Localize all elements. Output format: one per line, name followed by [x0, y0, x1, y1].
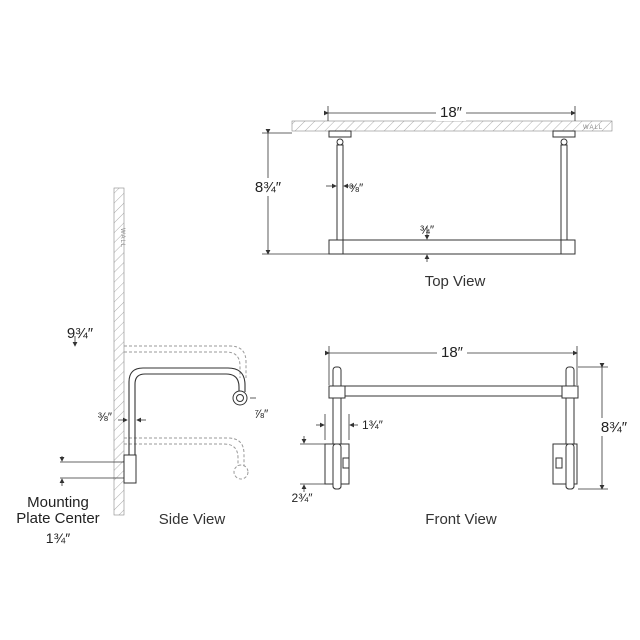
top-view-wall — [291, 120, 613, 132]
side-tip-diameter-label: ⅞″ — [254, 407, 269, 421]
side-wall-label: WALL — [119, 228, 125, 248]
side-mounting-plate — [123, 454, 137, 484]
front-towel-bar — [336, 385, 570, 397]
side-view: WALL 9¾″ ⅜″ ⅞″ Mounting Plate Center 1¾″… — [16, 187, 269, 546]
top-towel-bar — [328, 239, 576, 255]
top-width-label: 18″ — [440, 104, 463, 121]
front-view-title: Front View — [425, 511, 497, 528]
side-plate-center-line2: Plate Center — [16, 510, 99, 527]
top-rod-offset-label: ⅜″ — [349, 181, 364, 195]
front-plate-width-label: 1¾″ — [362, 418, 384, 432]
top-bar-diameter-label: ¾″ — [420, 223, 435, 237]
side-view-title: Side View — [159, 511, 226, 528]
side-ghost-lower-arm — [124, 437, 245, 466]
top-left-plate — [328, 130, 352, 138]
top-right-rod — [560, 144, 568, 241]
front-plate-offset-label: 2¾″ — [292, 491, 314, 505]
side-rod-offset-label: ⅜″ — [98, 410, 113, 424]
side-plate-center-line1: Mounting — [27, 494, 89, 511]
top-depth-label: 8¾″ — [255, 179, 282, 196]
front-view: 18″ 8¾″ 1¾″ 2¾″ Front View — [292, 343, 632, 528]
front-height-label: 8¾″ — [601, 419, 628, 436]
top-wall-label: WALL — [583, 125, 603, 131]
side-ghost-upper-arm — [124, 345, 247, 378]
side-projection-label: 9¾″ — [67, 325, 94, 342]
side-plate-center-value: 1¾″ — [46, 530, 70, 546]
top-view: WALL 18″ 8¾″ ⅜″ ¾″ Top View — [250, 103, 613, 290]
top-view-title: Top View — [425, 273, 486, 290]
front-width-label: 18″ — [441, 344, 464, 361]
top-left-rod — [336, 144, 344, 241]
top-right-plate — [552, 130, 576, 138]
